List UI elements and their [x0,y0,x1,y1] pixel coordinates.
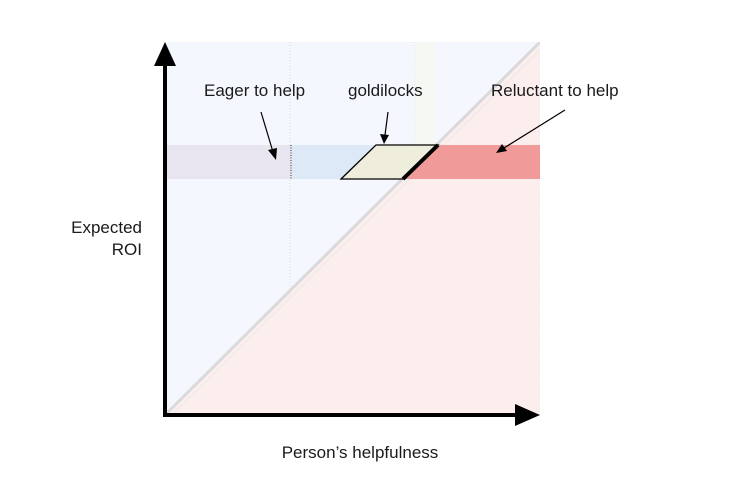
y-axis-label-line1: Expected [71,218,142,237]
y-axis [154,42,176,415]
goldilocks-label: goldilocks [348,81,423,100]
x-axis-arrowhead [515,404,540,426]
x-axis [163,404,540,426]
guide-column [415,42,435,147]
diagonal-edge [171,49,540,415]
goldilocks-arrow [380,111,389,144]
eager-arrow [260,111,277,160]
eager-label: Eager to help [204,81,305,100]
y-axis-arrowhead [154,42,176,66]
goldilocks-boundary [401,143,440,181]
reluctant-label: Reluctant to help [491,81,619,100]
y-axis-label-line2: ROI [112,240,142,259]
diagonal-line [165,42,540,415]
x-axis-label: Person’s helpfulness [282,443,439,462]
reluctant-arrow [496,109,566,153]
